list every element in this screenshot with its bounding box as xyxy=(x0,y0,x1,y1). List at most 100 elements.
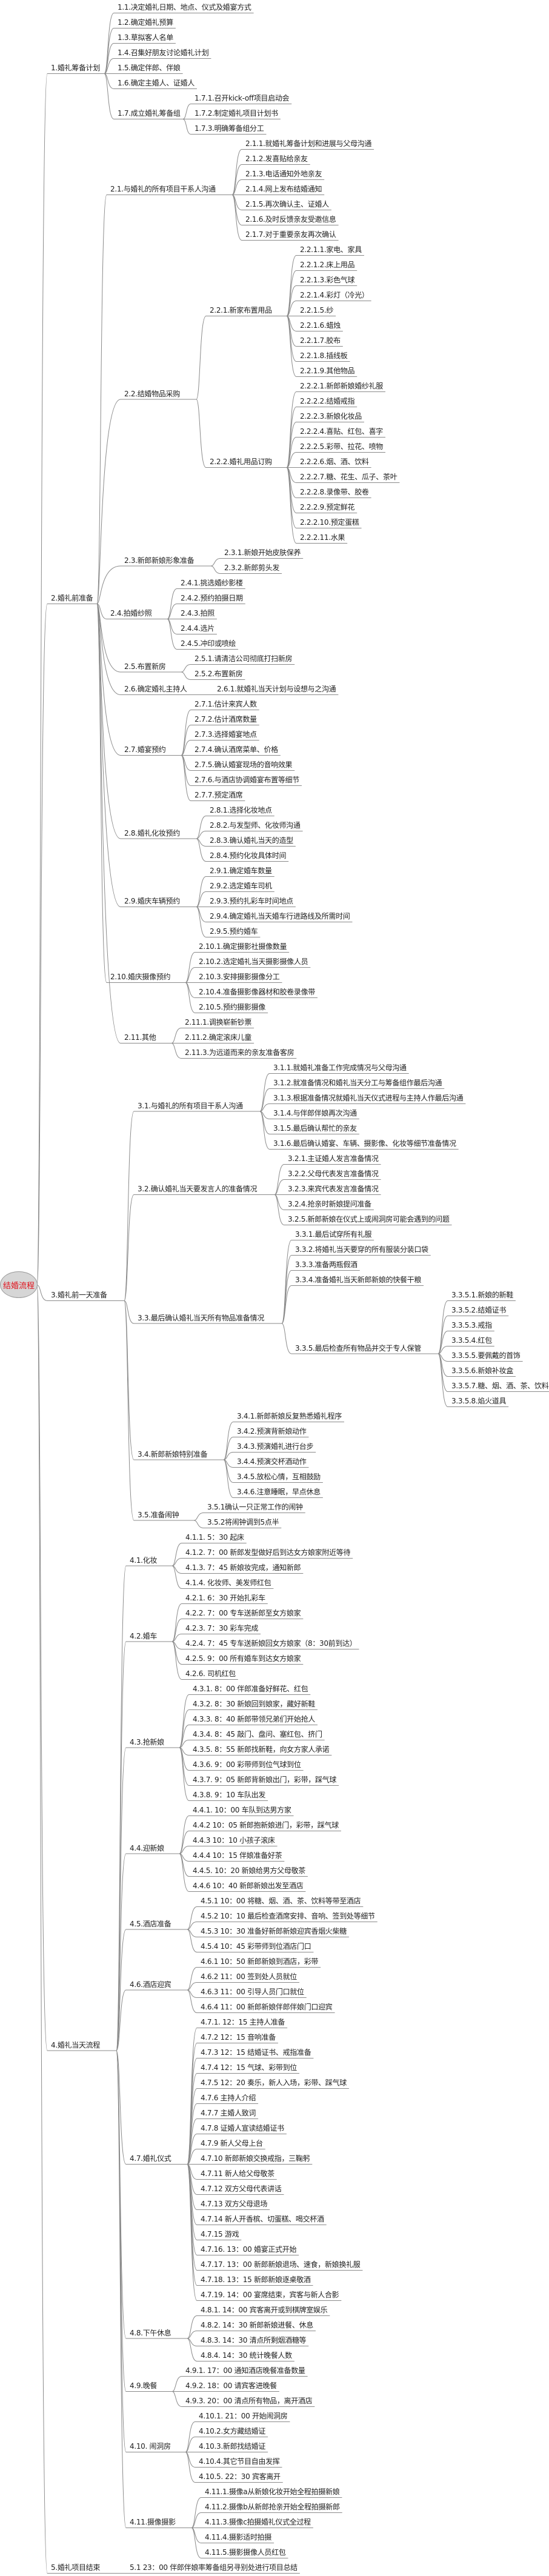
branch-connector xyxy=(171,1543,182,1566)
branch-connector xyxy=(171,1634,182,1642)
leaf-node: 3.2.5.新郎新娘在仪式上或闹洞房可能会遇到的问题 xyxy=(288,1215,450,1223)
leaf-node: 2.1.1.就婚礼筹备计划和进展与父母沟通 xyxy=(245,139,372,148)
leaf-node: 2.1.4.网上发布结婚通知 xyxy=(245,185,322,193)
leaf-node: 4.7.16. 13：00 婚宴正式开始 xyxy=(201,2245,297,2254)
branch-node-level-2: 3.5.准备闹钟 xyxy=(138,1510,179,1519)
branch-node-level-2: 4.7.婚礼仪式 xyxy=(130,2154,171,2163)
branch-node-level-2: 2.10.婚庆摄像预约 xyxy=(110,973,171,981)
branch-node-level-2: 2.2.结婚物品采购 xyxy=(124,389,180,398)
branch-node-level-2: 2.6.确定婚礼主持人 xyxy=(124,685,187,693)
branch-connector xyxy=(231,149,242,195)
branch-node-level-2: 4.3.抢新娘 xyxy=(130,1737,164,1746)
branch-connector xyxy=(124,1300,135,1324)
leaf-node: 2.4.3.拍照 xyxy=(181,609,215,617)
branch-node-level-2: 2.1.与婚礼的所有项目干系人沟通 xyxy=(110,185,216,193)
branch-node-level-1: 4.婚礼当天流程 xyxy=(51,2040,101,2049)
leaf-node: 4.5.3 10：30 准备好新郎新娘迎宾香烟火柴糖 xyxy=(201,1927,347,1935)
leaf-node: 3.3.5.1.新娘的新鞋 xyxy=(451,1291,513,1299)
leaf-node: 4.7.9 新人父母上台 xyxy=(201,2139,263,2148)
branch-node-level-2: 4.6.酒店迎宾 xyxy=(130,1980,171,1989)
leaf-node: 3.3.4.准备婚礼当天新郎新娘的快餐干粮 xyxy=(295,1276,422,1284)
leaf-node: 1.4.召集好朋友讨论婚礼计划 xyxy=(118,48,209,57)
branch-connector xyxy=(96,604,121,1043)
leaf-node: 4.7.5 12：20 奏乐，新人入场，彩带、踩气球 xyxy=(201,2078,347,2087)
leaf-node: 2.7.3.选择婚宴地点 xyxy=(195,730,257,739)
leaf-node: 2.2.1.2.床上用品 xyxy=(300,261,355,269)
leaf-node: 4.11.4.摄影适时拍摄 xyxy=(205,2533,272,2541)
branch-node-level-2: 4.2.婚车 xyxy=(130,1631,158,1640)
branch-connector xyxy=(167,619,178,650)
branch-connector xyxy=(182,119,191,135)
leaf-node: 5.1 23：00 伴郎伴娘率筹备组另寻别处进行项目总结 xyxy=(130,2563,298,2572)
branch-connector xyxy=(196,831,207,839)
leaf-node: 1.7.3.明确筹备组分工 xyxy=(195,124,264,133)
leaf-node: 2.11.2.确定滚床儿童 xyxy=(185,1033,252,1042)
branch-connector xyxy=(259,1103,270,1112)
leaf-node: 4.4.6 10：40 新郎新娘出发至酒店 xyxy=(193,1882,304,1890)
branch-connector xyxy=(96,195,107,604)
leaf-node: 4.6.1 10：50 新郎新娘到酒店，彩带 xyxy=(201,1957,319,1966)
leaf-node: 3.3.2.将婚礼当天要穿的所有服装分装口袋 xyxy=(295,1245,428,1254)
branch-connector xyxy=(438,1331,448,1354)
leaf-node: 2.2.2.9.预定鲜花 xyxy=(300,503,355,511)
leaf-node: 4.7.3 12：15 结婚证书、戒指准备 xyxy=(201,2048,311,2057)
leaf-node: 4.7.13 双方父母退场 xyxy=(201,2200,268,2208)
leaf-node: 4.6.2 11：00 签到处人员就位 xyxy=(201,1972,298,1981)
leaf-node: 4.3.2. 8：30 新娘回到娘家，藏好新鞋 xyxy=(193,1700,315,1708)
branch-node-level-2: 3.1.与婚礼的所有项目干系人沟通 xyxy=(138,1101,243,1110)
branch-connector xyxy=(274,1194,285,1225)
leaf-node: 2.4.1.挑选婚纱影楼 xyxy=(181,579,243,587)
leaf-node: 2.11.1.调换崭新钞票 xyxy=(185,1018,252,1027)
leaf-node: 2.9.2.选定婚车司机 xyxy=(210,882,272,890)
leaf-node: 2.2.2.1.新郎新娘婚纱礼服 xyxy=(300,382,383,390)
branch-connector xyxy=(96,604,107,619)
branch-connector xyxy=(116,2050,127,2165)
leaf-node: 2.5.1.请清洁公司彻底打扫新房 xyxy=(195,654,293,663)
branch-connector xyxy=(193,1520,204,1528)
branch-connector xyxy=(124,1300,135,1521)
branch-node-level-2: 1.7.成立婚礼筹备组 xyxy=(118,109,181,118)
leaf-node: 4.11.1.摄像a从新娘化妆开始全程拍摄新娘 xyxy=(205,2488,340,2496)
leaf-node: 3.4.3.预演婚礼进行台步 xyxy=(237,1442,314,1451)
leaf-node: 2.2.1.3.彩色气球 xyxy=(300,276,355,284)
branch-connector xyxy=(36,73,48,1285)
leaf-node: 2.2.1.6.蜡烛 xyxy=(300,321,341,330)
branch-node-level-2: 4.11.摄像摄影 xyxy=(130,2518,176,2526)
branch-connector xyxy=(187,1967,198,1991)
leaf-node: 2.1.2.发喜贴给亲友 xyxy=(245,155,308,163)
branch-connector xyxy=(281,1323,292,1354)
branch-connector xyxy=(281,1285,292,1324)
branch-connector xyxy=(179,1853,190,1877)
leaf-node: 1.5.确定伴郎、伴娘 xyxy=(118,64,181,72)
leaf-node: 2.2.1.4.彩灯（冷光） xyxy=(300,291,369,299)
leaf-node: 2.7.1.估计来宾人数 xyxy=(195,700,257,708)
leaf-node: 2.2.2.4.喜贴、红包、喜字 xyxy=(300,427,383,436)
branch-connector xyxy=(286,467,297,544)
branch-node-level-2: 2.9.婚庆车辆预约 xyxy=(124,897,180,905)
leaf-node: 2.10.4.准备摄影像器材和胶卷录像带 xyxy=(199,988,315,996)
branch-connector xyxy=(187,1929,198,1952)
leaf-node: 4.10.5. 22：30 宾客离开 xyxy=(199,2472,281,2481)
branch-node-level-2: 2.7.婚宴预约 xyxy=(124,745,166,754)
leaf-node: 2.2.1.9.其他物品 xyxy=(300,367,355,375)
branch-connector xyxy=(181,710,191,756)
branch-connector xyxy=(187,2331,198,2339)
branch-connector xyxy=(196,891,207,907)
branch-connector xyxy=(36,604,48,1285)
leaf-node: 3.3.5.6.新娘补妆盒 xyxy=(451,1366,513,1375)
leaf-node: 4.10.4.其它节目自由发挥 xyxy=(199,2457,280,2466)
leaf-node: 4.1.3. 7：45 新娘妆完成，通知新郎 xyxy=(185,1563,301,1572)
branch-connector xyxy=(167,604,178,619)
branch-connector xyxy=(181,755,191,801)
leaf-node: 2.6.1.就婚礼当天计划与设想与之沟通 xyxy=(217,685,336,693)
branch-connector xyxy=(185,982,196,1013)
branch-connector xyxy=(196,907,207,937)
leaf-node: 2.10.5.预约摄影摄像 xyxy=(199,1003,266,1011)
branch-connector xyxy=(187,1982,198,1991)
branch-connector xyxy=(171,2391,182,2407)
leaf-node: 4.8.3. 14：30 清点所剩烟酒糖等 xyxy=(201,2336,307,2345)
leaf-node: 3.1.5.最后确认帮忙的亲友 xyxy=(273,1124,357,1133)
leaf-node: 4.4.1. 10：00 车队到达男方家 xyxy=(193,1806,291,1814)
